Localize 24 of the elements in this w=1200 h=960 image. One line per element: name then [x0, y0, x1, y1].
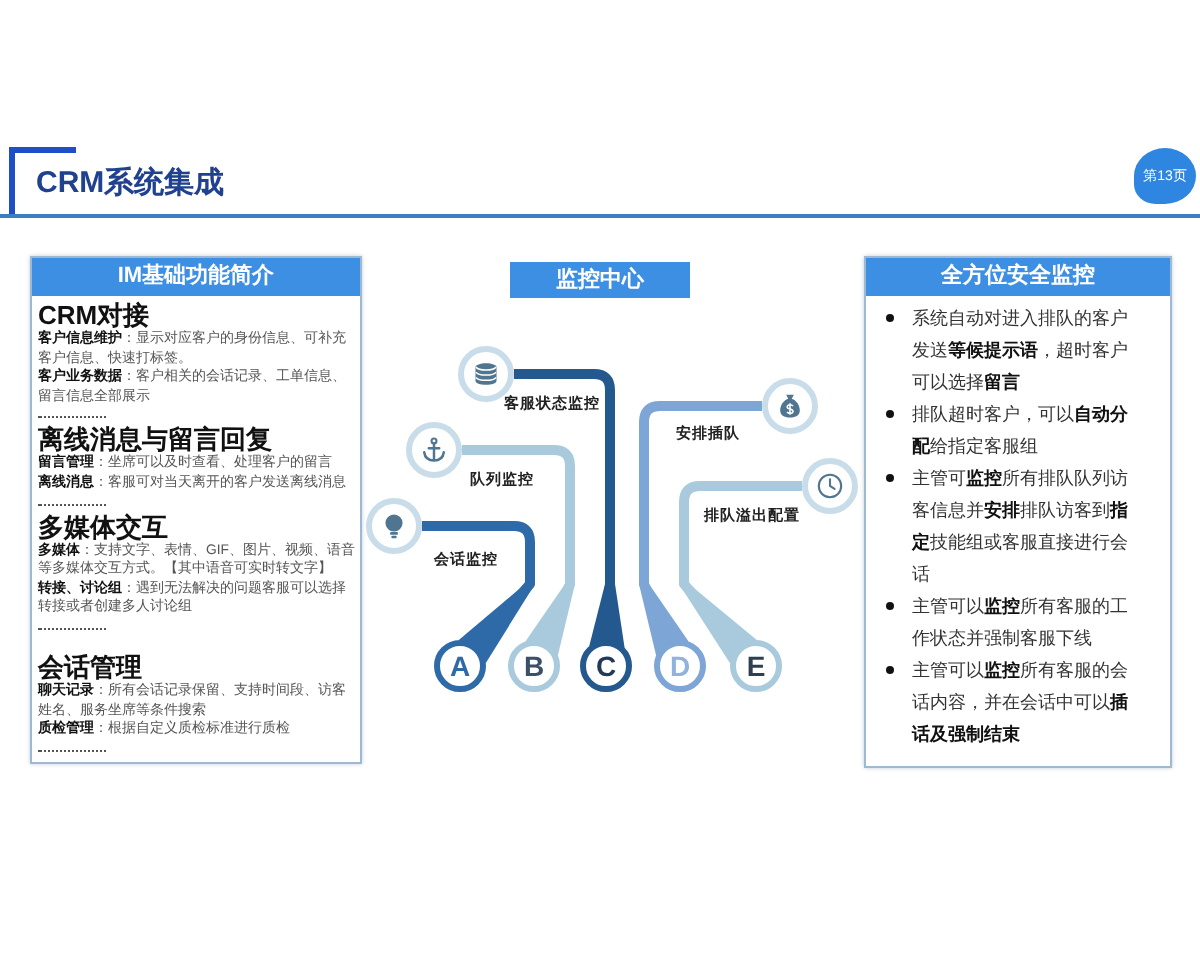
- slide-title: CRM系统集成: [36, 166, 225, 202]
- bullet-item: 主管可监控所有排队队列访客信息并安排排队访客到指定技能组或客服直接进行会话: [874, 462, 1132, 590]
- section-heading: CRM对接: [38, 300, 152, 330]
- bullet-item: 排队超时客户，可以自动分配给指定客服组: [874, 398, 1132, 462]
- bullet-item: 系统自动对进入排队的客户发送等候提示语，超时客户可以选择留言: [874, 302, 1132, 398]
- section-heading: 离线消息与留言回复: [38, 424, 272, 455]
- heading-band: 监控中心: [510, 262, 690, 298]
- letter-circle: A: [434, 640, 486, 692]
- letter-circle: E: [730, 640, 782, 692]
- info-panel: [30, 256, 362, 764]
- icon-circle: [762, 378, 818, 434]
- icon-circle: [366, 498, 422, 554]
- letter-circle: D: [654, 640, 706, 692]
- section-heading: 多媒体交互: [38, 511, 170, 542]
- icon-circle: [406, 422, 462, 478]
- bullet-item: 主管可以监控所有客服的工作状态并强制客服下线: [874, 590, 1132, 654]
- letter-circle: C: [580, 640, 632, 692]
- icon-circle: [802, 458, 858, 514]
- panel-heading: IM基础功能简介: [32, 258, 360, 296]
- section-heading: 会话管理: [38, 651, 144, 682]
- letter-circle: B: [508, 640, 560, 692]
- info-panel: [864, 256, 1172, 768]
- bullet-item: 主管可以监控所有客服的会话内容，并在会话中可以插话及强制结束: [874, 654, 1132, 750]
- panel-heading: 全方位安全监控: [866, 258, 1170, 296]
